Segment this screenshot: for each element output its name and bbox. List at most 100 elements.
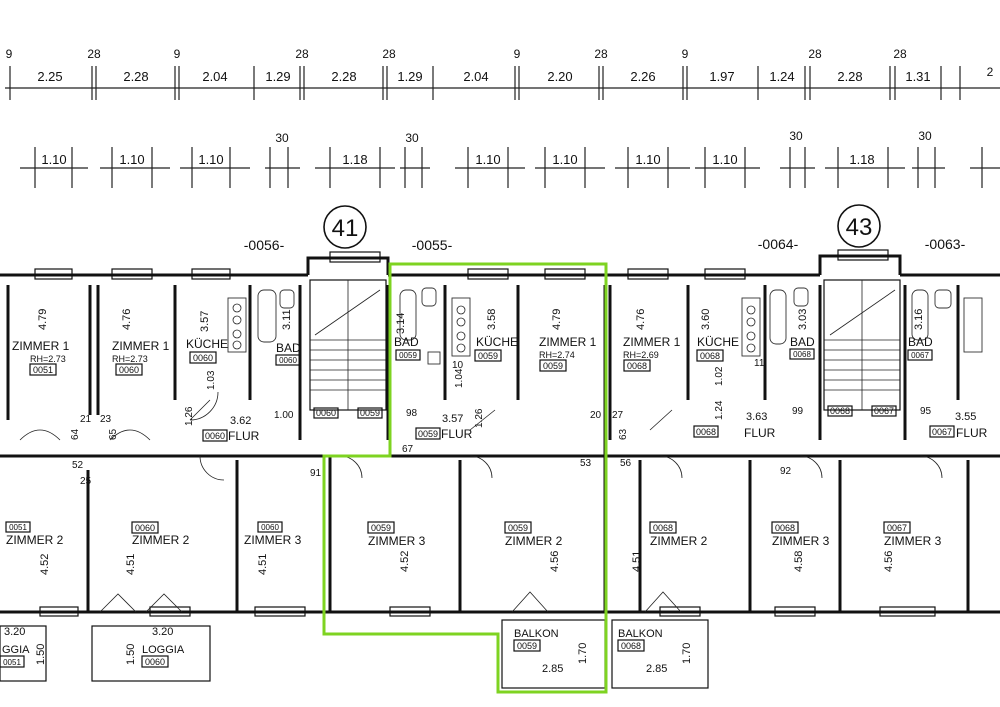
apartment-code: -0055- (412, 237, 453, 253)
room-tag: 0068 (775, 523, 795, 533)
room-tag: 0068 (793, 350, 811, 359)
room-tag: 0060 (145, 657, 165, 667)
misc-dim: 99 (792, 406, 804, 417)
misc-dim: 63 (618, 428, 629, 440)
room-name: BAD (790, 335, 815, 349)
dim-top-12: 2.28 (837, 69, 862, 84)
misc-dim: 27 (612, 410, 624, 421)
dim-top-tick-5: 9 (514, 47, 521, 61)
room-dim: 4.58 (793, 551, 805, 572)
room-height: RH=2.73 (112, 354, 148, 364)
misc-dim: 95 (920, 406, 932, 417)
outdoor-depth: 1.70 (681, 643, 693, 664)
misc-dim: 56 (620, 458, 632, 469)
room-dim: 4.79 (551, 309, 563, 330)
room-dim: 3.03 (797, 309, 809, 330)
dim-top-7: 2.04 (463, 69, 488, 84)
window-dimension-row: 1.10 1.10 1.10 1.18 1.10 1.10 1.10 1.10 … (20, 129, 1000, 188)
room-name: ZIMMER 2 (650, 534, 708, 548)
dim-top-13: 1.31 (905, 69, 930, 84)
room-name: KÜCHE (186, 337, 228, 351)
room-name: ZIMMER 1 (12, 339, 70, 353)
apartment-code: -0063- (925, 236, 966, 252)
dim-top-tick-2: 9 (174, 47, 181, 61)
room-name: ZIMMER 1 (112, 339, 170, 353)
room-dim: 4.56 (883, 551, 895, 572)
outdoor-depth: 1.50 (125, 644, 137, 665)
top-dimension-chain: 2.25 2.28 2.04 1.29 2.28 1.29 2.04 2.20 … (5, 47, 1000, 100)
room-tag: 0060 (205, 431, 225, 441)
dim-top-11: 1.24 (769, 69, 794, 84)
room-tag: 0059 (517, 641, 537, 651)
room-dim: 3.57 (199, 311, 211, 332)
room-tag: 0068 (700, 351, 720, 361)
outdoor-width: 3.20 (152, 626, 173, 638)
building-number: 41 (332, 215, 359, 242)
dim-top-edge-left: 9 (6, 47, 13, 61)
room-name: ZIMMER 3 (244, 533, 302, 547)
outdoor-depth: 1.50 (35, 644, 47, 665)
room-height: RH=2.74 (539, 350, 575, 360)
misc-dim: 52 (72, 460, 84, 471)
misc-dim: 1.26 (474, 408, 485, 428)
dim-window-tick-2: 30 (405, 131, 419, 145)
room-name: ZIMMER 2 (505, 534, 563, 548)
outdoor-depth: 1.70 (577, 643, 589, 664)
room-name: ZIMMER 2 (132, 533, 190, 547)
misc-dim: 23 (100, 414, 112, 425)
room-dim: 4.52 (399, 551, 411, 572)
room-name: FLUR (228, 429, 260, 443)
room-tag: 0060 (119, 365, 139, 375)
flur-dim: 3.62 (230, 415, 251, 427)
dim-top-tick-4: 28 (382, 47, 396, 61)
room-name: BALKON (618, 628, 663, 640)
misc-dim: 10 (452, 360, 464, 371)
dim-top-3: 2.04 (202, 69, 227, 84)
dim-top-tick-9: 28 (893, 47, 907, 61)
room-height: RH=2.73 (30, 354, 66, 364)
outdoor-width: 2.85 (646, 663, 667, 675)
building-number: 43 (846, 214, 873, 241)
misc-dim: 25 (80, 476, 92, 487)
room-dim: 4.56 (549, 551, 561, 572)
building-marker-43: 43 (837, 204, 881, 248)
room-name: LOGGIA (142, 644, 185, 656)
flur-dim: 3.57 (442, 413, 463, 425)
room-name: BAD (908, 335, 933, 349)
balconies (0, 619, 709, 689)
highlighted-apartment-outline (322, 262, 608, 694)
room-dim: 4.76 (121, 309, 133, 330)
misc-dim: 1.03 (206, 370, 217, 390)
dim-window-9: 1.18 (849, 152, 874, 167)
walls (0, 249, 1000, 617)
misc-dim: 1.00 (274, 410, 294, 421)
staircase-43 (823, 279, 901, 411)
misc-dim: 11 (754, 358, 765, 369)
room-tag: 0067 (887, 523, 907, 533)
dim-window-4: 1.18 (342, 152, 367, 167)
room-dim: 3.60 (700, 309, 712, 330)
misc-dim: 21 (80, 414, 92, 425)
misc-dim: 98 (406, 408, 418, 419)
room-tag: 0051 (33, 365, 53, 375)
stair-tag: 0067 (874, 406, 894, 416)
room-dim: 4.76 (635, 309, 647, 330)
dim-top-8: 2.20 (547, 69, 572, 84)
dim-top-tick-7: 9 (682, 47, 689, 61)
staircase-41 (309, 279, 387, 411)
room-tag: 0068 (653, 523, 673, 533)
room-tag: 0060 (279, 356, 297, 365)
room-name: FLUR (956, 426, 988, 440)
apartment-code: -0064- (758, 236, 799, 252)
room-tag: 0059 (508, 523, 528, 533)
misc-dim: 53 (580, 458, 592, 469)
misc-dim: 92 (780, 466, 792, 477)
dim-window-8: 1.10 (712, 152, 737, 167)
flur-dim: 3.55 (955, 411, 976, 423)
room-tag: 0067 (932, 427, 952, 437)
misc-dim: 1.02 (714, 366, 725, 386)
dim-top-4: 1.29 (265, 69, 290, 84)
room-dim: 4.79 (37, 309, 49, 330)
dim-top-2: 2.28 (123, 69, 148, 84)
room-name: KÜCHE (697, 335, 739, 349)
